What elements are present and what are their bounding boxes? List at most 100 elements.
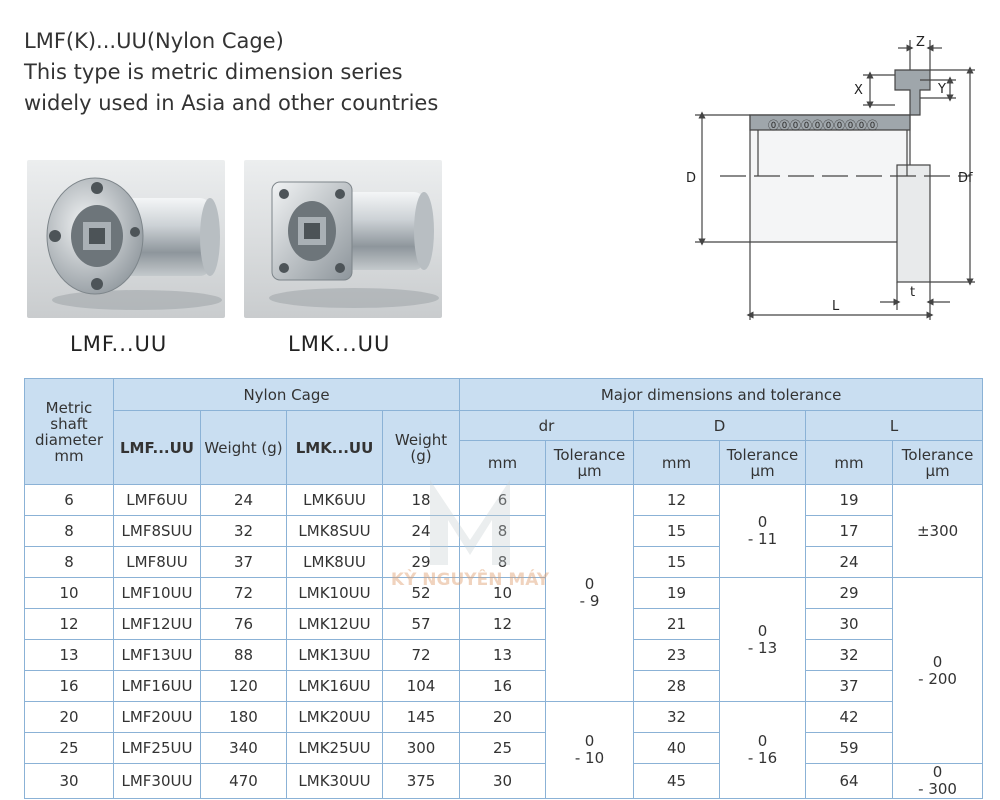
shaft-diameter: 8 [24,546,114,578]
L-mm: 30 [805,608,894,640]
lmk-model: LMK25UU [286,732,383,764]
D-mm: 19 [633,577,721,609]
tolerance-L: ±300 [892,484,984,578]
tolerance-upper: 0 [932,652,943,671]
tolerance-upper: 0 [757,621,768,640]
lmk-model: LMK8UU [286,546,383,578]
lmf-model: LMF10UU [113,577,201,609]
lmk-product-photo [244,160,442,318]
tolerance-value: ±300 [916,521,959,540]
lmf-weight: 120 [200,670,287,702]
L-mm: 19 [805,484,894,516]
L-mm: 24 [805,546,894,578]
label-df: Df [958,171,973,186]
header-weight-lmf: Weight (g) [200,410,287,485]
lmf-weight: 72 [200,577,287,609]
lmf-model: LMF12UU [113,608,201,640]
shaft-diameter: 30 [24,763,114,799]
lmk-weight: 375 [381,763,461,799]
lmf-weight: 37 [200,546,287,578]
header-nylon-cage: Nylon Cage [112,378,461,411]
lmk-weight: 52 [381,577,461,609]
tolerance-dr: 0- 9 [545,484,635,702]
dr-mm: 25 [459,732,547,764]
lmk-weight: 72 [381,639,461,671]
D-mm: 15 [633,546,721,578]
product-title: LMF(K)...UU(Nylon Cage) [24,29,284,53]
shaft-diameter: 12 [24,608,114,640]
lmk-model: LMK20UU [286,701,383,733]
tolerance-D: 0- 13 [719,577,807,702]
header-D: D [633,410,807,441]
L-mm: 37 [805,670,894,702]
header-L-tolerance: Tolerance µm [892,440,984,485]
tolerance-upper: 0 [757,732,768,750]
D-mm: 15 [633,515,721,547]
shaft-diameter: 8 [24,515,114,547]
header-L: L [805,410,984,441]
label-l: L [832,299,840,314]
D-mm: 28 [633,670,721,702]
intro-line-2: This type is metric dimension series [24,60,403,84]
lmf-product-photo [27,160,225,318]
shaft-diameter: 6 [24,484,114,516]
lmk-model: LMK10UU [286,577,383,609]
label-y: Y [937,82,946,97]
spec-table: Metric shaft diameter mm Nylon Cage Majo… [24,378,984,799]
label-x: X [854,83,863,98]
lmf-weight: 470 [200,763,287,799]
dr-mm: 20 [459,701,547,733]
lmk-weight: 24 [381,515,461,547]
label-t: t [910,285,915,300]
lmf-caption: LMF...UU [70,332,168,356]
dr-mm: 10 [459,577,547,609]
lmk-model: LMK8SUU [286,515,383,547]
L-mm: 64 [805,763,894,799]
lmf-model: LMF8SUU [113,515,201,547]
intro-text: LMF(K)...UU(Nylon Cage) This type is met… [24,26,438,119]
D-mm: 45 [633,763,721,799]
dimension-drawing: ⓪⓪⓪⓪⓪⓪⓪⓪⓪⓪ Z X Y D Df L t [686,35,975,320]
lmf-model: LMF25UU [113,732,201,764]
tolerance-dr: 0- 10 [545,701,635,799]
header-dr-tolerance: Tolerance µm [545,440,635,485]
lmk-model: LMK13UU [286,639,383,671]
header-D-tolerance: Tolerance µm [719,440,807,485]
tolerance-upper: 0 [584,575,595,593]
shaft-diameter: 25 [24,732,114,764]
header-dr-mm: mm [459,440,547,485]
lmf-model: LMF13UU [113,639,201,671]
header-L-mm: mm [805,440,894,485]
lmf-weight: 76 [200,608,287,640]
header-lmf: LMF...UU [113,410,201,485]
header-major-dimensions: Major dimensions and tolerance [459,378,984,411]
dr-mm: 13 [459,639,547,671]
tolerance-lower: - 300 [918,780,957,798]
lmk-weight: 57 [381,608,461,640]
tolerance-lower: - 16 [747,749,778,767]
tolerance-lower: - 10 [574,749,605,767]
tolerance-upper: 0 [757,513,768,531]
D-mm: 12 [633,484,721,516]
shaft-diameter: 13 [24,639,114,671]
lmk-model: LMK6UU [286,484,383,516]
dr-mm: 8 [459,515,547,547]
header-lmk: LMK...UU [286,410,383,485]
balls-row: ⓪⓪⓪⓪⓪⓪⓪⓪⓪⓪ [768,119,878,132]
tolerance-upper: 0 [584,732,595,750]
lmk-weight: 104 [381,670,461,702]
D-mm: 21 [633,608,721,640]
lmk-model: LMK30UU [286,763,383,799]
D-mm: 32 [633,701,721,733]
dr-mm: 30 [459,763,547,799]
L-mm: 59 [805,732,894,764]
